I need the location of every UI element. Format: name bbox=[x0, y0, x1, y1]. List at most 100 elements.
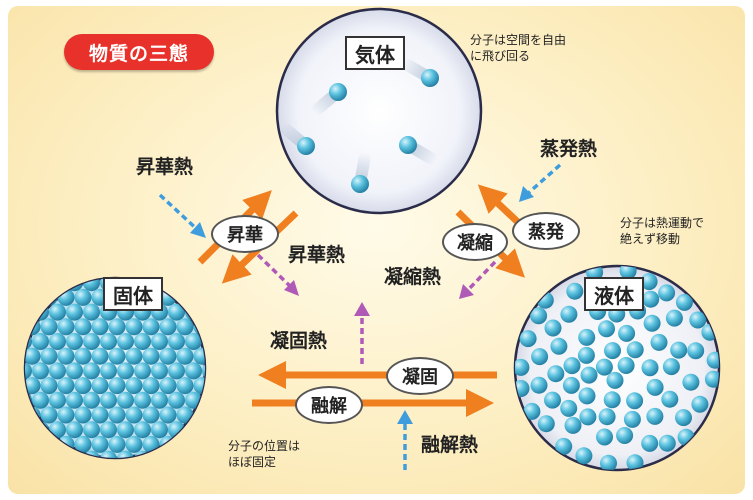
liquid-molecule bbox=[675, 409, 692, 427]
liquid-molecule bbox=[689, 311, 707, 329]
gas-note-line1: 分子は空間を自由 bbox=[470, 33, 567, 47]
liquid-molecule bbox=[646, 407, 664, 425]
solid-molecule bbox=[125, 435, 143, 453]
gas-label: 気体 bbox=[345, 36, 405, 70]
liquid-molecule bbox=[523, 402, 541, 420]
solid-molecule bbox=[193, 435, 205, 453]
solid-molecule bbox=[7, 436, 24, 453]
liquid-note-line1: 分子は熱運動で bbox=[620, 216, 705, 230]
solid-molecule bbox=[74, 406, 92, 424]
solid-molecule bbox=[57, 318, 75, 336]
solid-molecule bbox=[151, 391, 168, 409]
solid-molecule bbox=[7, 318, 24, 335]
liquid-molecule bbox=[515, 358, 530, 376]
solid-molecule bbox=[125, 347, 143, 365]
solid-molecule bbox=[125, 406, 143, 424]
liquid-note: 分子は熱運動で 絶えず移動 bbox=[620, 215, 704, 247]
solid-molecule bbox=[32, 333, 49, 350]
sublimation-heat-in-label: 昇華熱 bbox=[136, 156, 194, 178]
solid-molecule bbox=[49, 391, 66, 409]
solid-molecule bbox=[58, 260, 75, 277]
solid-molecule bbox=[126, 260, 143, 277]
liquid-molecule bbox=[606, 371, 624, 389]
liquid-molecule bbox=[580, 366, 598, 384]
solid-molecule bbox=[177, 260, 194, 277]
solid-label: 固体 bbox=[103, 277, 163, 311]
solid-molecule bbox=[32, 303, 49, 321]
solid-molecule bbox=[193, 347, 205, 365]
liquid-molecule bbox=[641, 434, 659, 452]
solid-molecule bbox=[211, 318, 228, 335]
melting-label: 融解 bbox=[295, 386, 363, 424]
solid-molecule bbox=[211, 407, 228, 424]
solid-molecule bbox=[91, 318, 109, 336]
solid-molecule bbox=[168, 450, 185, 458]
solid-molecule bbox=[57, 377, 75, 395]
solid-molecule bbox=[134, 333, 151, 350]
solid-molecule bbox=[168, 278, 185, 292]
solid-molecule bbox=[176, 435, 194, 453]
solid-molecule bbox=[49, 421, 66, 439]
solid-molecule bbox=[168, 362, 185, 380]
solid-molecule bbox=[83, 421, 100, 439]
heat-out-arrows bbox=[256, 253, 497, 364]
solid-molecule bbox=[49, 450, 66, 458]
solid-molecule bbox=[117, 362, 134, 380]
liquid-molecule bbox=[600, 454, 617, 470]
evaporation-label: 蒸発 bbox=[512, 212, 580, 250]
solid-molecule bbox=[74, 435, 92, 453]
solid-molecule bbox=[41, 260, 58, 277]
solid-molecule bbox=[100, 391, 117, 409]
solid-molecule bbox=[193, 288, 205, 306]
solid-molecule bbox=[142, 406, 160, 424]
liquid-molecule bbox=[596, 428, 613, 446]
gas-molecule bbox=[421, 69, 439, 87]
solid-molecule bbox=[7, 348, 24, 365]
liquid-molecule bbox=[579, 408, 597, 426]
solid-molecule bbox=[125, 377, 143, 395]
liquid-molecule bbox=[598, 408, 616, 426]
liquid-molecule bbox=[595, 358, 613, 376]
solid-molecule bbox=[108, 435, 126, 453]
liquid-molecule bbox=[626, 341, 644, 359]
solid-molecule bbox=[211, 436, 228, 453]
liquid-molecule bbox=[640, 273, 658, 291]
solid-molecule bbox=[185, 278, 202, 292]
solid-molecule bbox=[202, 391, 205, 409]
solid-molecule bbox=[83, 303, 100, 321]
title-badge: 物質の三態 bbox=[64, 34, 214, 70]
liquid-molecule bbox=[530, 376, 548, 394]
liquid-molecule bbox=[563, 357, 581, 375]
solid-molecule bbox=[117, 333, 134, 350]
solid-molecule bbox=[100, 362, 117, 380]
liquid-molecule bbox=[706, 351, 719, 369]
liquid-molecule bbox=[675, 293, 693, 311]
solid-molecule bbox=[168, 333, 185, 350]
solid-molecule bbox=[143, 260, 160, 277]
evaporation-heat-label: 蒸発熱 bbox=[540, 138, 598, 160]
solid-molecule bbox=[75, 260, 92, 277]
solid-molecule bbox=[66, 333, 83, 350]
liquid-molecule bbox=[665, 309, 683, 327]
solid-molecule bbox=[134, 450, 151, 458]
solid-note-line1: 分子の位置は bbox=[228, 439, 301, 453]
solid-molecule bbox=[25, 347, 41, 365]
solid-molecule bbox=[49, 362, 66, 380]
liquid-molecule bbox=[658, 434, 676, 452]
solid-molecule bbox=[7, 289, 24, 306]
heat-in-arrows bbox=[158, 163, 562, 470]
liquid-molecule bbox=[530, 307, 548, 325]
liquid-molecule bbox=[658, 284, 676, 302]
solid-molecule bbox=[25, 362, 32, 380]
solid-molecule bbox=[142, 318, 160, 336]
liquid-molecule bbox=[550, 337, 568, 355]
solid-molecule bbox=[66, 421, 83, 439]
liquid-molecule bbox=[555, 437, 573, 455]
solid-molecule bbox=[193, 377, 205, 395]
gas-molecule bbox=[297, 137, 315, 155]
solid-molecule bbox=[32, 450, 49, 458]
sublimation-heat-out-arrow bbox=[256, 253, 294, 290]
liquid-molecule bbox=[564, 416, 582, 434]
liquid-molecule bbox=[618, 324, 636, 342]
